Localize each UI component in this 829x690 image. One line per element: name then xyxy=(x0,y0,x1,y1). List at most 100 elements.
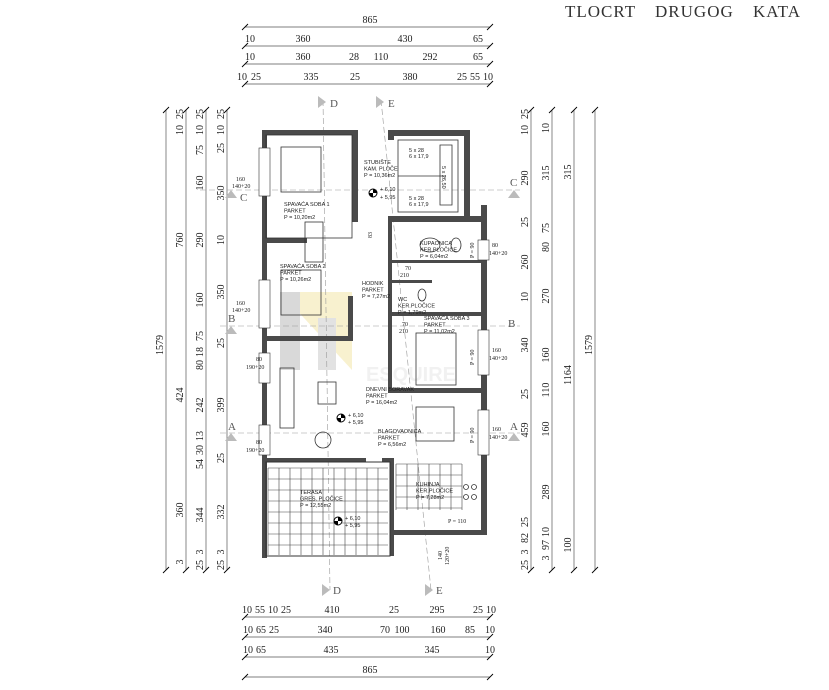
dimension-value: 25 xyxy=(195,560,206,570)
dimension-value: 360 xyxy=(175,503,186,518)
section-c-right: C xyxy=(510,177,517,189)
dimension-value: 10 xyxy=(268,605,278,616)
dimension-value: 160 xyxy=(195,293,206,308)
win-label: 160 xyxy=(492,348,501,354)
room-name: SPAVAĆA SOBA 3 xyxy=(424,315,470,322)
furniture xyxy=(279,146,477,500)
room-name: STUBIŠTE xyxy=(364,159,391,166)
staircase xyxy=(397,139,459,213)
dimension-value: 160 xyxy=(431,625,446,636)
dimension-value: 25 xyxy=(520,389,531,399)
room-floor: PARKET xyxy=(284,209,306,215)
stair-upper-label-b: 6 x 17,9 xyxy=(409,154,429,160)
bed-2 xyxy=(280,269,322,316)
dimension-value: 65 xyxy=(473,52,483,63)
dimension-value: 25 xyxy=(520,517,531,527)
level-stair-top: + 6,10 xyxy=(380,187,395,193)
room-area: P = 10,20m2 xyxy=(284,215,315,221)
dimension-value: 82 xyxy=(520,533,531,543)
dimension-value: 10 xyxy=(243,645,253,656)
dimension-value: 3 xyxy=(216,550,227,555)
dimension-value: 242 xyxy=(195,398,206,413)
room-area: P = 10,26m2 xyxy=(280,277,311,283)
win-label: 160 xyxy=(492,427,501,433)
win-label: 160 xyxy=(236,177,245,183)
room-floor: PARKET xyxy=(280,271,302,277)
dimension-value: 160 xyxy=(541,422,552,437)
dimension-value: 332 xyxy=(216,505,227,520)
dimension-value: 865 xyxy=(363,15,378,26)
section-markers: D E D E C C B B A A xyxy=(225,96,520,597)
room-area: P = 10,36m2 xyxy=(364,173,395,179)
dimension-value: 3 xyxy=(195,550,206,555)
dimension-value: 315 xyxy=(541,166,552,181)
dimension-value: 295 xyxy=(430,605,445,616)
dimension-value: 10 xyxy=(485,625,495,636)
room-name: WC xyxy=(398,297,407,303)
dimension-value: 25 xyxy=(350,72,360,83)
dimension-value: 270 xyxy=(541,289,552,304)
section-d-bottom: D xyxy=(333,585,341,597)
section-e-top: E xyxy=(388,98,395,110)
stair-upper-label: 5 x 28 xyxy=(409,148,424,154)
dimension-value: 100 xyxy=(395,625,410,636)
stair-landing-label: 5 x 26,50 xyxy=(440,166,446,189)
dimension-value: 25 xyxy=(520,109,531,119)
dimension-value: 10 xyxy=(243,625,253,636)
dimension-value: 350 xyxy=(216,285,227,300)
win-label: 80 xyxy=(256,357,262,363)
win-sill: P = 110 xyxy=(448,519,466,525)
wc-toilet xyxy=(417,288,427,302)
dimension-value: 344 xyxy=(195,508,206,523)
dimension-value: 399 xyxy=(216,398,227,413)
dimension-value: 65 xyxy=(256,645,266,656)
level-living-top: + 6,10 xyxy=(348,413,363,419)
room-area: P = 6,04m2 xyxy=(420,254,448,260)
dimension-value: 292 xyxy=(423,52,438,63)
dimension-value: 340 xyxy=(520,338,531,353)
dimension-value: 315 xyxy=(563,165,574,180)
win-sill: P = 90 xyxy=(470,243,476,259)
door-label: 210 xyxy=(400,273,409,279)
dimension-value: 10 xyxy=(245,34,255,45)
room-floor: PARKET xyxy=(378,436,400,442)
door-label: 70 xyxy=(402,322,408,328)
win-label: 80 xyxy=(492,243,498,249)
armchair xyxy=(317,381,337,405)
dimension-value: 80 xyxy=(195,360,206,370)
room-name: KUHINJA xyxy=(416,482,440,488)
room-floor: PARKET xyxy=(366,394,388,400)
dimension-value: 25 xyxy=(389,605,399,616)
dimension-value: 160 xyxy=(541,348,552,363)
watermark-logo: ESQUIRE xyxy=(280,292,456,386)
dimension-value: 360 xyxy=(296,34,311,45)
toilet xyxy=(450,237,462,253)
kitchen-tiles xyxy=(395,463,463,510)
sofa xyxy=(279,367,295,429)
dimension-value: 10 xyxy=(541,527,552,537)
terrace-tiles xyxy=(265,461,391,557)
dimension-value: 55 xyxy=(255,605,265,616)
dimension-value: 3 xyxy=(175,560,186,565)
section-b-right: B xyxy=(508,318,515,330)
stair-labels: 5 x 28 6 x 17,9 5 x 28 6 x 17,9 5 x 26,5… xyxy=(409,148,446,208)
room-area: P = 1,79m2 xyxy=(398,310,426,316)
dimension-value: 10 xyxy=(175,125,186,135)
win-label: 140+20 xyxy=(489,356,507,362)
level-terrace-bottom: + 5,95 xyxy=(345,523,360,529)
dimension-value: 25 xyxy=(457,72,467,83)
win-label: 140+20 xyxy=(489,435,507,441)
dimension-value: 10 xyxy=(520,292,531,302)
room-floor: GRES. PLOČICE xyxy=(300,496,343,503)
stair-lower-label: 5 x 28 xyxy=(409,196,424,202)
dimension-value: 345 xyxy=(425,645,440,656)
dimension-value: 97 xyxy=(541,540,552,550)
dimension-value: 290 xyxy=(195,233,206,248)
dimension-value: 25 xyxy=(216,143,227,153)
dimension-value: 28 xyxy=(349,52,359,63)
dimension-value: 25 xyxy=(473,605,483,616)
dimension-value: 10 xyxy=(520,125,531,135)
